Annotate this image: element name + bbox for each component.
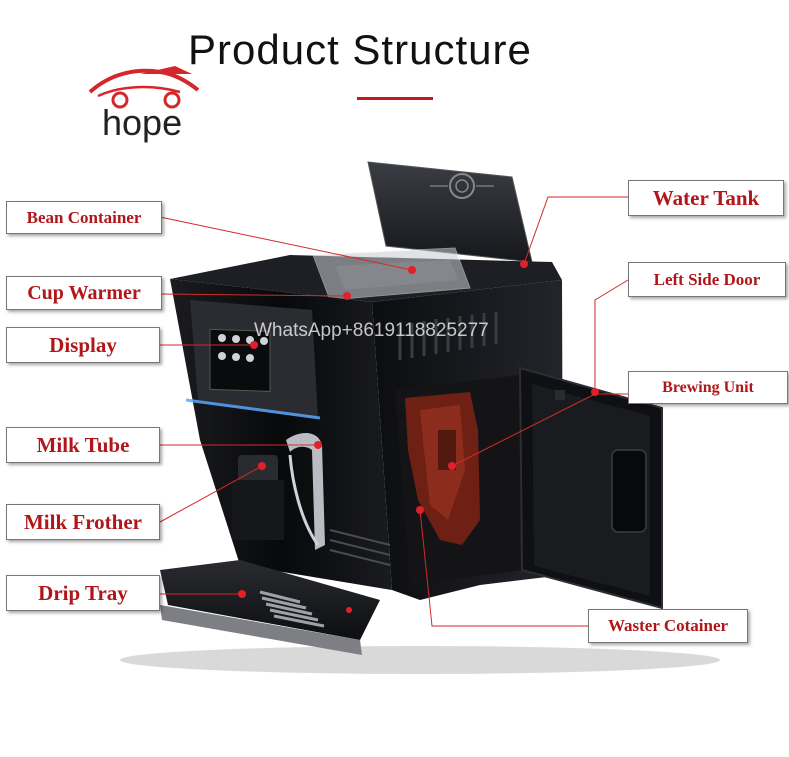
watermark-text: WhatsApp+8619118825277 bbox=[254, 320, 489, 341]
display-panel bbox=[185, 300, 321, 420]
brewing-unit-part bbox=[405, 392, 480, 545]
brand-logo-icon bbox=[88, 66, 200, 109]
label-waster-cotainer: Waster Cotainer bbox=[588, 609, 748, 643]
label-left-side-door: Left Side Door bbox=[628, 262, 786, 297]
outlet-assembly bbox=[232, 433, 325, 550]
drip-tray-part bbox=[160, 560, 380, 655]
brand-name: hope bbox=[102, 102, 183, 143]
label-drip-tray: Drip Tray bbox=[6, 575, 160, 611]
page-title: Product Structure bbox=[188, 26, 532, 73]
marker-dots bbox=[238, 260, 599, 598]
leader-lines bbox=[159, 196, 629, 627]
label-water-tank: Water Tank bbox=[628, 180, 784, 216]
bean-container-box bbox=[312, 247, 471, 301]
label-milk-tube: Milk Tube bbox=[6, 427, 160, 463]
label-cup-warmer: Cup Warmer bbox=[6, 276, 162, 310]
label-brewing-unit: Brewing Unit bbox=[628, 371, 788, 404]
tank-lid bbox=[367, 161, 533, 263]
label-display: Display bbox=[6, 327, 160, 363]
label-bean-container: Bean Container bbox=[6, 201, 162, 234]
side-door bbox=[518, 366, 663, 610]
title-underline bbox=[357, 97, 433, 100]
label-milk-frother: Milk Frother bbox=[6, 504, 160, 540]
